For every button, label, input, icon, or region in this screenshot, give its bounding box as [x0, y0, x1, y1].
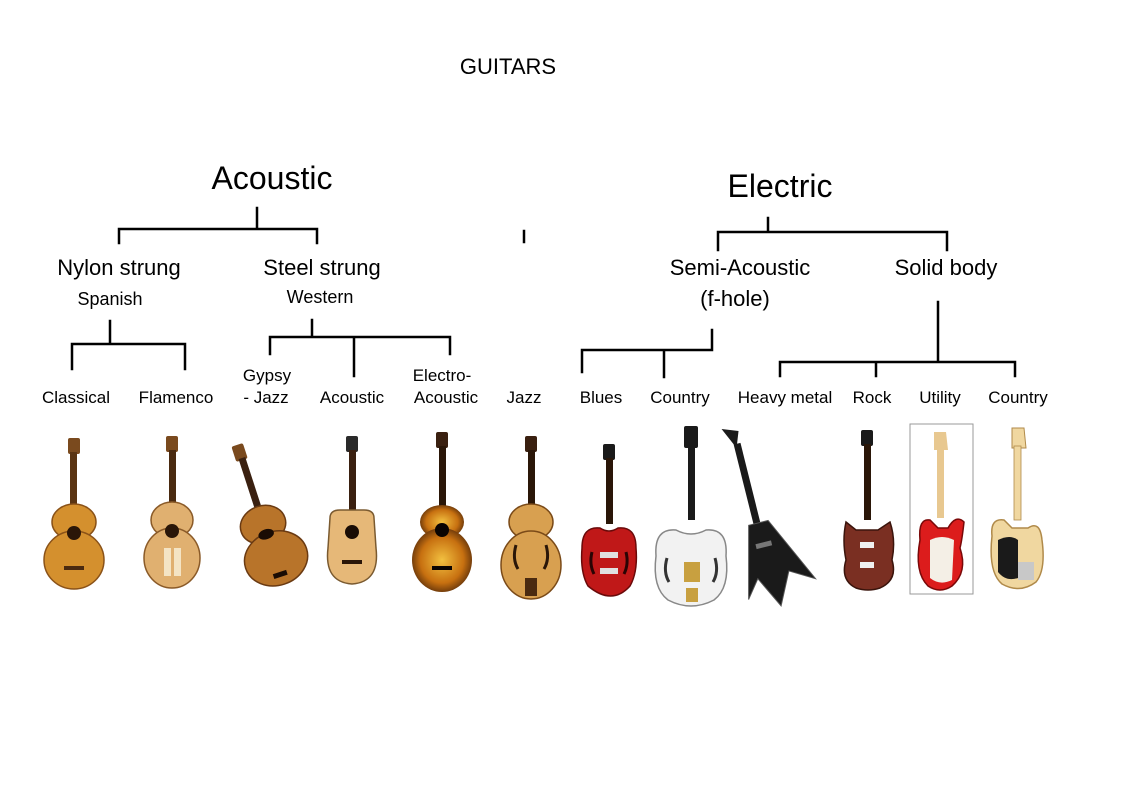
spanish-label: Spanish [77, 289, 143, 309]
blues-guitar-icon [580, 444, 638, 597]
acoustic-guitar-icon [326, 436, 378, 585]
electric-category-label: Electric [727, 168, 833, 204]
leaf-heavy-metal: Heavy metal [737, 388, 833, 407]
utility-guitar-icon [909, 423, 974, 595]
page-title: GUITARS [459, 54, 557, 79]
flamenco-guitar-icon [143, 436, 201, 589]
connector-solid [778, 300, 1017, 378]
connector-spanish [70, 319, 187, 371]
leaf-country-solid: Country [988, 388, 1048, 407]
leaf-acoustic: Acoustic [319, 388, 385, 407]
acoustic-category-label: Acoustic [211, 160, 333, 196]
classical-guitar-icon [43, 438, 105, 590]
western-label: Western [286, 287, 354, 307]
rock-guitar-icon [843, 430, 895, 591]
country-semi-guitar-icon [654, 426, 728, 607]
gypsy-jazz-guitar-icon [231, 443, 309, 587]
electro-acoustic-guitar-icon [412, 432, 472, 592]
nylon-strung-label: Nylon strung [57, 255, 181, 280]
connector-western [268, 318, 452, 378]
leaf-gypsy-line2: - Jazz [243, 388, 289, 407]
leaf-flamenco: Flamenco [138, 388, 214, 407]
leaf-blues: Blues [579, 388, 623, 407]
leaf-electro-line1: Electro- [412, 366, 472, 385]
leaf-classical: Classical [41, 388, 111, 407]
connector-semi [580, 328, 714, 379]
jazz-archtop-guitar-icon [500, 436, 562, 600]
connector-acoustic [117, 206, 319, 245]
steel-strung-label: Steel strung [263, 255, 381, 280]
f-hole-label: (f-hole) [700, 286, 770, 311]
country-solid-guitar-icon [990, 427, 1044, 590]
heavy-metal-guitar-icon [721, 429, 817, 607]
connector-electric [716, 216, 949, 252]
solid-body-label: Solid body [894, 255, 998, 280]
leaf-electro-line2: Acoustic [413, 388, 479, 407]
leaf-utility: Utility [919, 388, 961, 407]
leaf-gypsy-line1: Gypsy [242, 366, 292, 385]
semi-acoustic-label: Semi-Acoustic [669, 255, 811, 280]
leaf-jazz: Jazz [506, 388, 542, 407]
leaf-rock: Rock [852, 388, 892, 407]
leaf-country-semi: Country [650, 388, 710, 407]
